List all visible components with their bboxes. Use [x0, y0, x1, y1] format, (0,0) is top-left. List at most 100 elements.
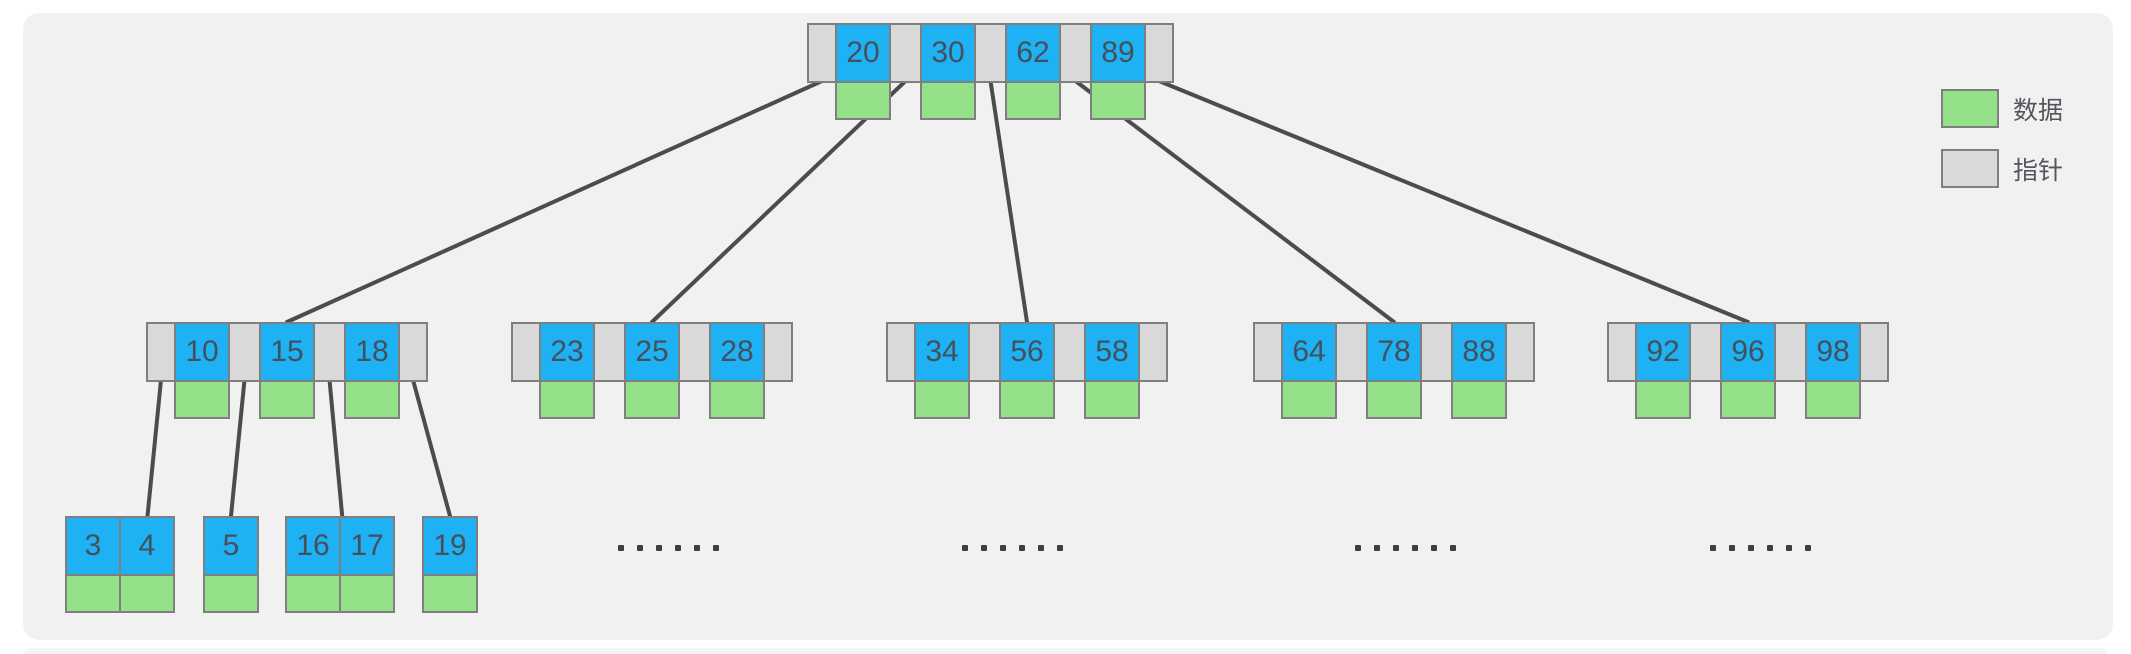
data-cell [624, 380, 680, 419]
data-cell [1281, 380, 1337, 419]
data-cell [344, 380, 400, 419]
pointer-cell [1607, 322, 1637, 382]
pointer-cell [1253, 322, 1283, 382]
data-cell [1084, 380, 1140, 419]
key-cell: 96 [1720, 322, 1776, 382]
key-cell: 4 [119, 516, 175, 576]
key-cell: 18 [344, 322, 400, 382]
key-cell: 23 [539, 322, 595, 382]
ellipsis-dot [1710, 545, 1716, 551]
data-cell [119, 574, 175, 613]
key-cell: 30 [920, 23, 976, 83]
pointer-cell [398, 322, 428, 382]
ellipsis-dot [1786, 545, 1792, 551]
key-cell: 98 [1805, 322, 1861, 382]
pointer-cell [968, 322, 1001, 382]
key-cell: 10 [174, 322, 230, 382]
ellipsis-dot [713, 545, 719, 551]
data-cell [539, 380, 595, 419]
data-cell [65, 574, 121, 613]
data-cell [1451, 380, 1507, 419]
pointer-cell [1505, 322, 1535, 382]
ellipsis-dot [1805, 545, 1811, 551]
pointer-swatch [1941, 149, 1999, 188]
data-cell [1720, 380, 1776, 419]
ellipsis-dot [1038, 545, 1044, 551]
ellipsis-dot [1431, 545, 1437, 551]
data-cell [1005, 81, 1061, 120]
key-cell: 20 [835, 23, 891, 83]
key-cell: 58 [1084, 322, 1140, 382]
pointer-cell [1774, 322, 1807, 382]
key-cell: 92 [1635, 322, 1691, 382]
key-cell: 28 [709, 322, 765, 382]
ellipsis-dot [675, 545, 681, 551]
data-cell [422, 574, 478, 613]
key-cell: 25 [624, 322, 680, 382]
data-cell [709, 380, 765, 419]
data-cell [914, 380, 970, 419]
pointer-cell [593, 322, 626, 382]
ellipsis-dot [1412, 545, 1418, 551]
legend: 数据 指针 [1941, 89, 2063, 209]
key-cell: 89 [1090, 23, 1146, 83]
data-swatch [1941, 89, 1999, 128]
pointer-cell [974, 23, 1007, 83]
legend-item-pointer: 指针 [1941, 149, 2063, 188]
key-cell: 56 [999, 322, 1055, 382]
pointer-cell [1144, 23, 1174, 83]
data-cell [203, 574, 259, 613]
ellipsis-dot [1748, 545, 1754, 551]
key-cell: 3 [65, 516, 121, 576]
ellipsis-dot [637, 545, 643, 551]
legend-label-pointer: 指针 [2013, 156, 2064, 185]
ellipsis-dot [694, 545, 700, 551]
pointer-cell [889, 23, 922, 83]
key-cell: 19 [422, 516, 478, 576]
data-cell [259, 380, 315, 419]
ellipsis-dot [1393, 545, 1399, 551]
data-cell [1366, 380, 1422, 419]
pointer-cell [1335, 322, 1368, 382]
key-cell: 62 [1005, 23, 1061, 83]
ellipsis-dot [962, 545, 968, 551]
ellipsis-dot [1000, 545, 1006, 551]
pointer-cell [1859, 322, 1889, 382]
next-panel-edge [23, 648, 2108, 654]
pointer-cell [763, 322, 793, 382]
data-cell [999, 380, 1055, 419]
key-cell: 34 [914, 322, 970, 382]
pointer-cell [678, 322, 711, 382]
legend-label-data: 数据 [2013, 96, 2064, 125]
key-cell: 5 [203, 516, 259, 576]
key-cell: 16 [285, 516, 341, 576]
ellipsis-dot [1450, 545, 1456, 551]
key-cell: 64 [1281, 322, 1337, 382]
pointer-cell [1059, 23, 1092, 83]
key-cell: 88 [1451, 322, 1507, 382]
ellipsis-dot [1057, 545, 1063, 551]
data-cell [285, 574, 341, 613]
ellipsis-dot [618, 545, 624, 551]
pointer-cell [1689, 322, 1722, 382]
pointer-cell [1420, 322, 1453, 382]
key-cell: 15 [259, 322, 315, 382]
pointer-cell [228, 322, 261, 382]
pointer-cell [807, 23, 837, 83]
ellipsis-dot [1767, 545, 1773, 551]
ellipsis-dot [1374, 545, 1380, 551]
data-cell [339, 574, 395, 613]
data-cell [1090, 81, 1146, 120]
data-cell [835, 81, 891, 120]
key-cell: 78 [1366, 322, 1422, 382]
ellipsis-dot [656, 545, 662, 551]
pointer-cell [146, 322, 176, 382]
data-cell [1805, 380, 1861, 419]
pointer-cell [1053, 322, 1086, 382]
pointer-cell [1138, 322, 1168, 382]
ellipsis-dot [981, 545, 987, 551]
pointer-cell [313, 322, 346, 382]
data-cell [1635, 380, 1691, 419]
ellipsis-dot [1729, 545, 1735, 551]
